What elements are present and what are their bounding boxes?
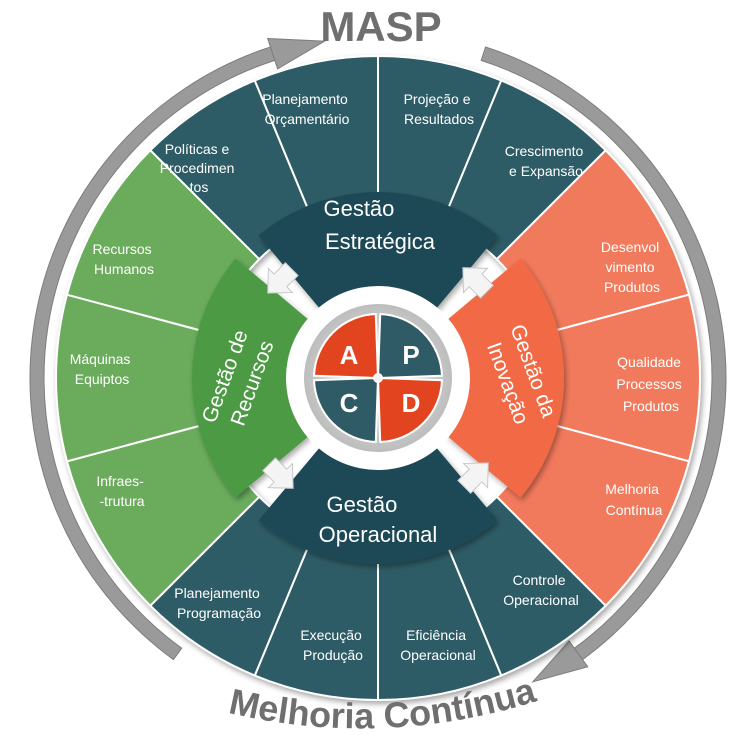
cycle-arrows [29, 37, 727, 683]
label-controle-operacional: Controle Operacional [503, 572, 579, 608]
pdca-letter-c: C [340, 388, 359, 418]
label-projecao-resultados: Projeção e Resultados [404, 91, 475, 127]
block-arrow-icon [462, 267, 494, 299]
title-masp: MASP [320, 3, 441, 50]
pdca-background [304, 304, 452, 452]
pdca-quadrant-d [377, 377, 443, 443]
label-planejamento-orcamentario: Planejamento Orçamentário [262, 91, 352, 127]
block-arrow-icon [457, 462, 489, 494]
pdca-quadrant-c [313, 377, 379, 443]
pdca-letter-a: A [340, 340, 359, 370]
label-desenvolvimento-produtos: Desenvol vimento Produtos [601, 239, 663, 295]
pdca-wheel: A P C D [286, 286, 470, 470]
pdca-quadrant-p [377, 313, 443, 379]
label-gestao-estrategica: Gestão Estratégica [323, 196, 435, 254]
label-gestao-operacional: Gestão Operacional [319, 492, 438, 547]
ring-gestao-estrategica [258, 192, 498, 310]
pdca-letter-d: D [402, 388, 421, 418]
label-crescimento-expansao: Crescimento e Expansão [505, 143, 587, 179]
label-politicas-procedimentos: Políticas e Procedimen tos [160, 141, 239, 195]
ring-gestao-recursos [191, 258, 310, 498]
label-qualidade-processos: Qualidade Processos Produtos [616, 354, 685, 414]
pdca-quadrant-a [313, 313, 379, 379]
inner-ring [191, 192, 564, 564]
block-arrows [262, 262, 494, 494]
pdca-letter-p: P [402, 340, 419, 370]
ring-gestao-inovacao [446, 258, 564, 498]
label-melhoria-continua: Melhoria Contínua [605, 481, 663, 518]
curved-arrow-icon [480, 46, 727, 683]
outer-ring [55, 54, 701, 702]
block-arrow-icon [262, 457, 294, 489]
label-infraestrutura: Infraes- -trutura [96, 473, 147, 509]
curved-arrow-icon [29, 37, 327, 661]
label-recursos-humanos: Recursos Humanos [92, 241, 155, 277]
label-maquinas-equiptos: Máquinas Equiptos [70, 351, 135, 387]
block-arrow-icon [267, 262, 299, 294]
label-eficiencia-operacional: Eficiência Operacional [400, 627, 476, 663]
ring-gestao-operacional [258, 446, 498, 564]
label-execucao-producao: Execução Produção [300, 627, 365, 663]
label-planejamento-programacao: Planejamento Programação [174, 585, 264, 621]
